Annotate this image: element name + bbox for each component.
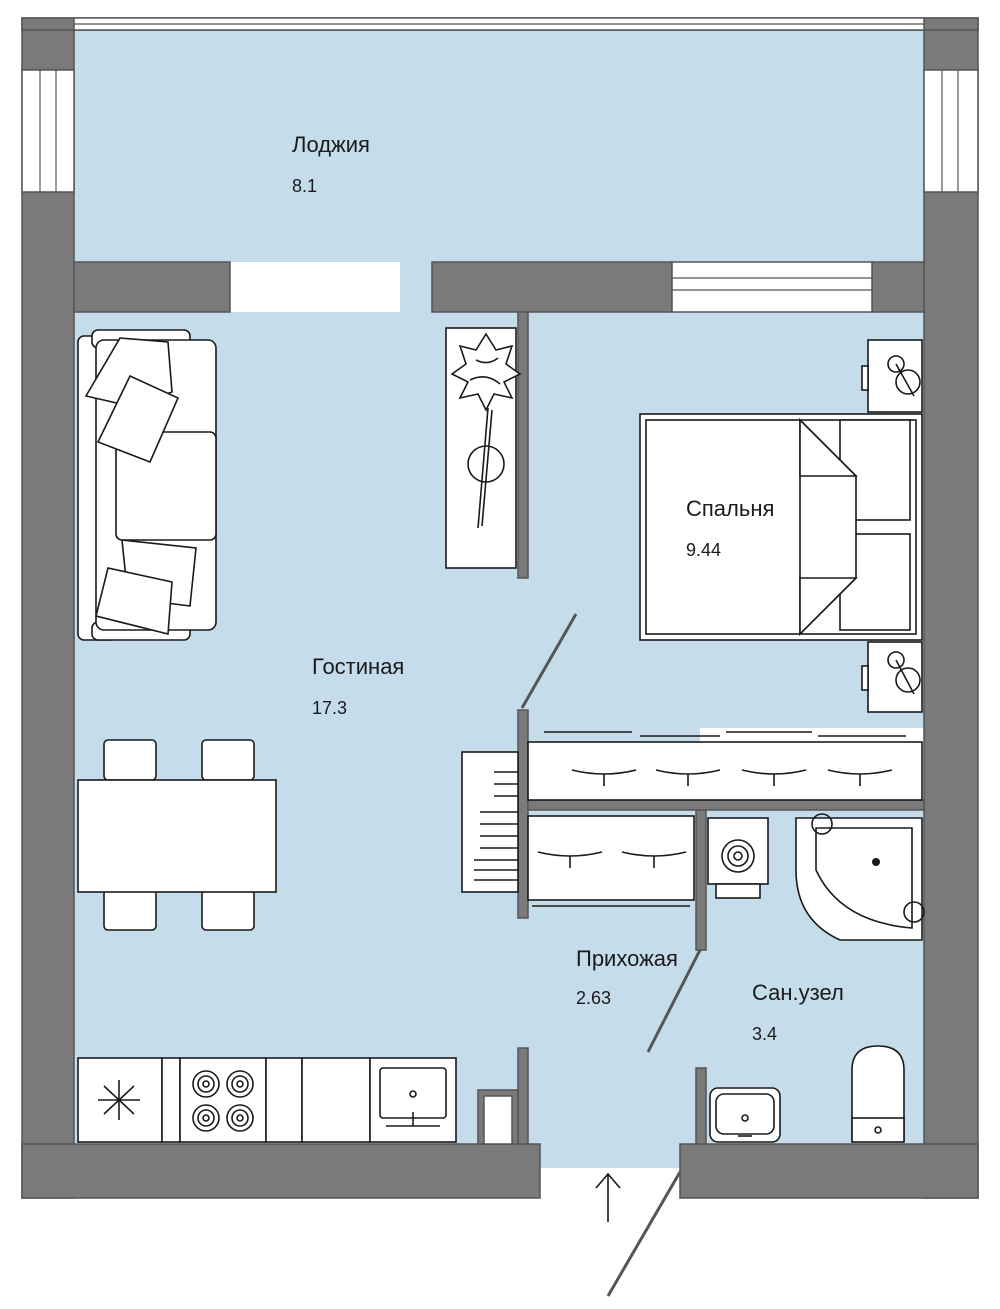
shoe-rack (461, 751, 519, 893)
nightstand-bottom (861, 641, 923, 713)
sofa (77, 329, 217, 641)
fridge-icon (98, 1080, 140, 1120)
room-area-bedroom: 9.44 (686, 540, 721, 560)
bedroom-door (520, 613, 578, 709)
walls (21, 17, 979, 1199)
stove-icon (192, 1070, 254, 1132)
plant-stand (445, 327, 522, 569)
bathroom-sink (709, 1087, 781, 1143)
room-name-bathroom: Сан.узел (752, 980, 844, 1005)
room-area-hall: 2.63 (576, 988, 611, 1008)
nightstand-top (861, 339, 923, 413)
dining-table (77, 739, 277, 931)
window-loggia-left (21, 69, 75, 193)
wardrobe-hall (527, 815, 695, 907)
window-loggia-right (923, 69, 979, 193)
room-name-living: Гостиная (312, 654, 404, 679)
room-name-loggia: Лоджия (292, 132, 370, 157)
window-top (73, 17, 925, 31)
window-bedroom (671, 261, 873, 313)
room-area-loggia: 8.1 (292, 176, 317, 196)
shower-cabin (795, 813, 925, 941)
room-name-hall: Прихожая (576, 946, 678, 971)
double-bed (639, 413, 923, 641)
wardrobe-bedroom (527, 731, 923, 801)
washing-machine (707, 817, 769, 899)
window-kitchen-inner (483, 1095, 513, 1145)
floor-loggia (74, 30, 926, 262)
room-name-bedroom: Спальня (686, 496, 774, 521)
entrance-arrow-icon (595, 1172, 621, 1222)
entrance-door (606, 1171, 682, 1297)
kitchen-counter (77, 1057, 457, 1143)
toilet (851, 1045, 905, 1143)
room-area-bathroom: 3.4 (752, 1024, 777, 1044)
sink-icon (379, 1067, 447, 1127)
room-area-living: 17.3 (312, 698, 347, 718)
bathroom-door (646, 949, 702, 1053)
